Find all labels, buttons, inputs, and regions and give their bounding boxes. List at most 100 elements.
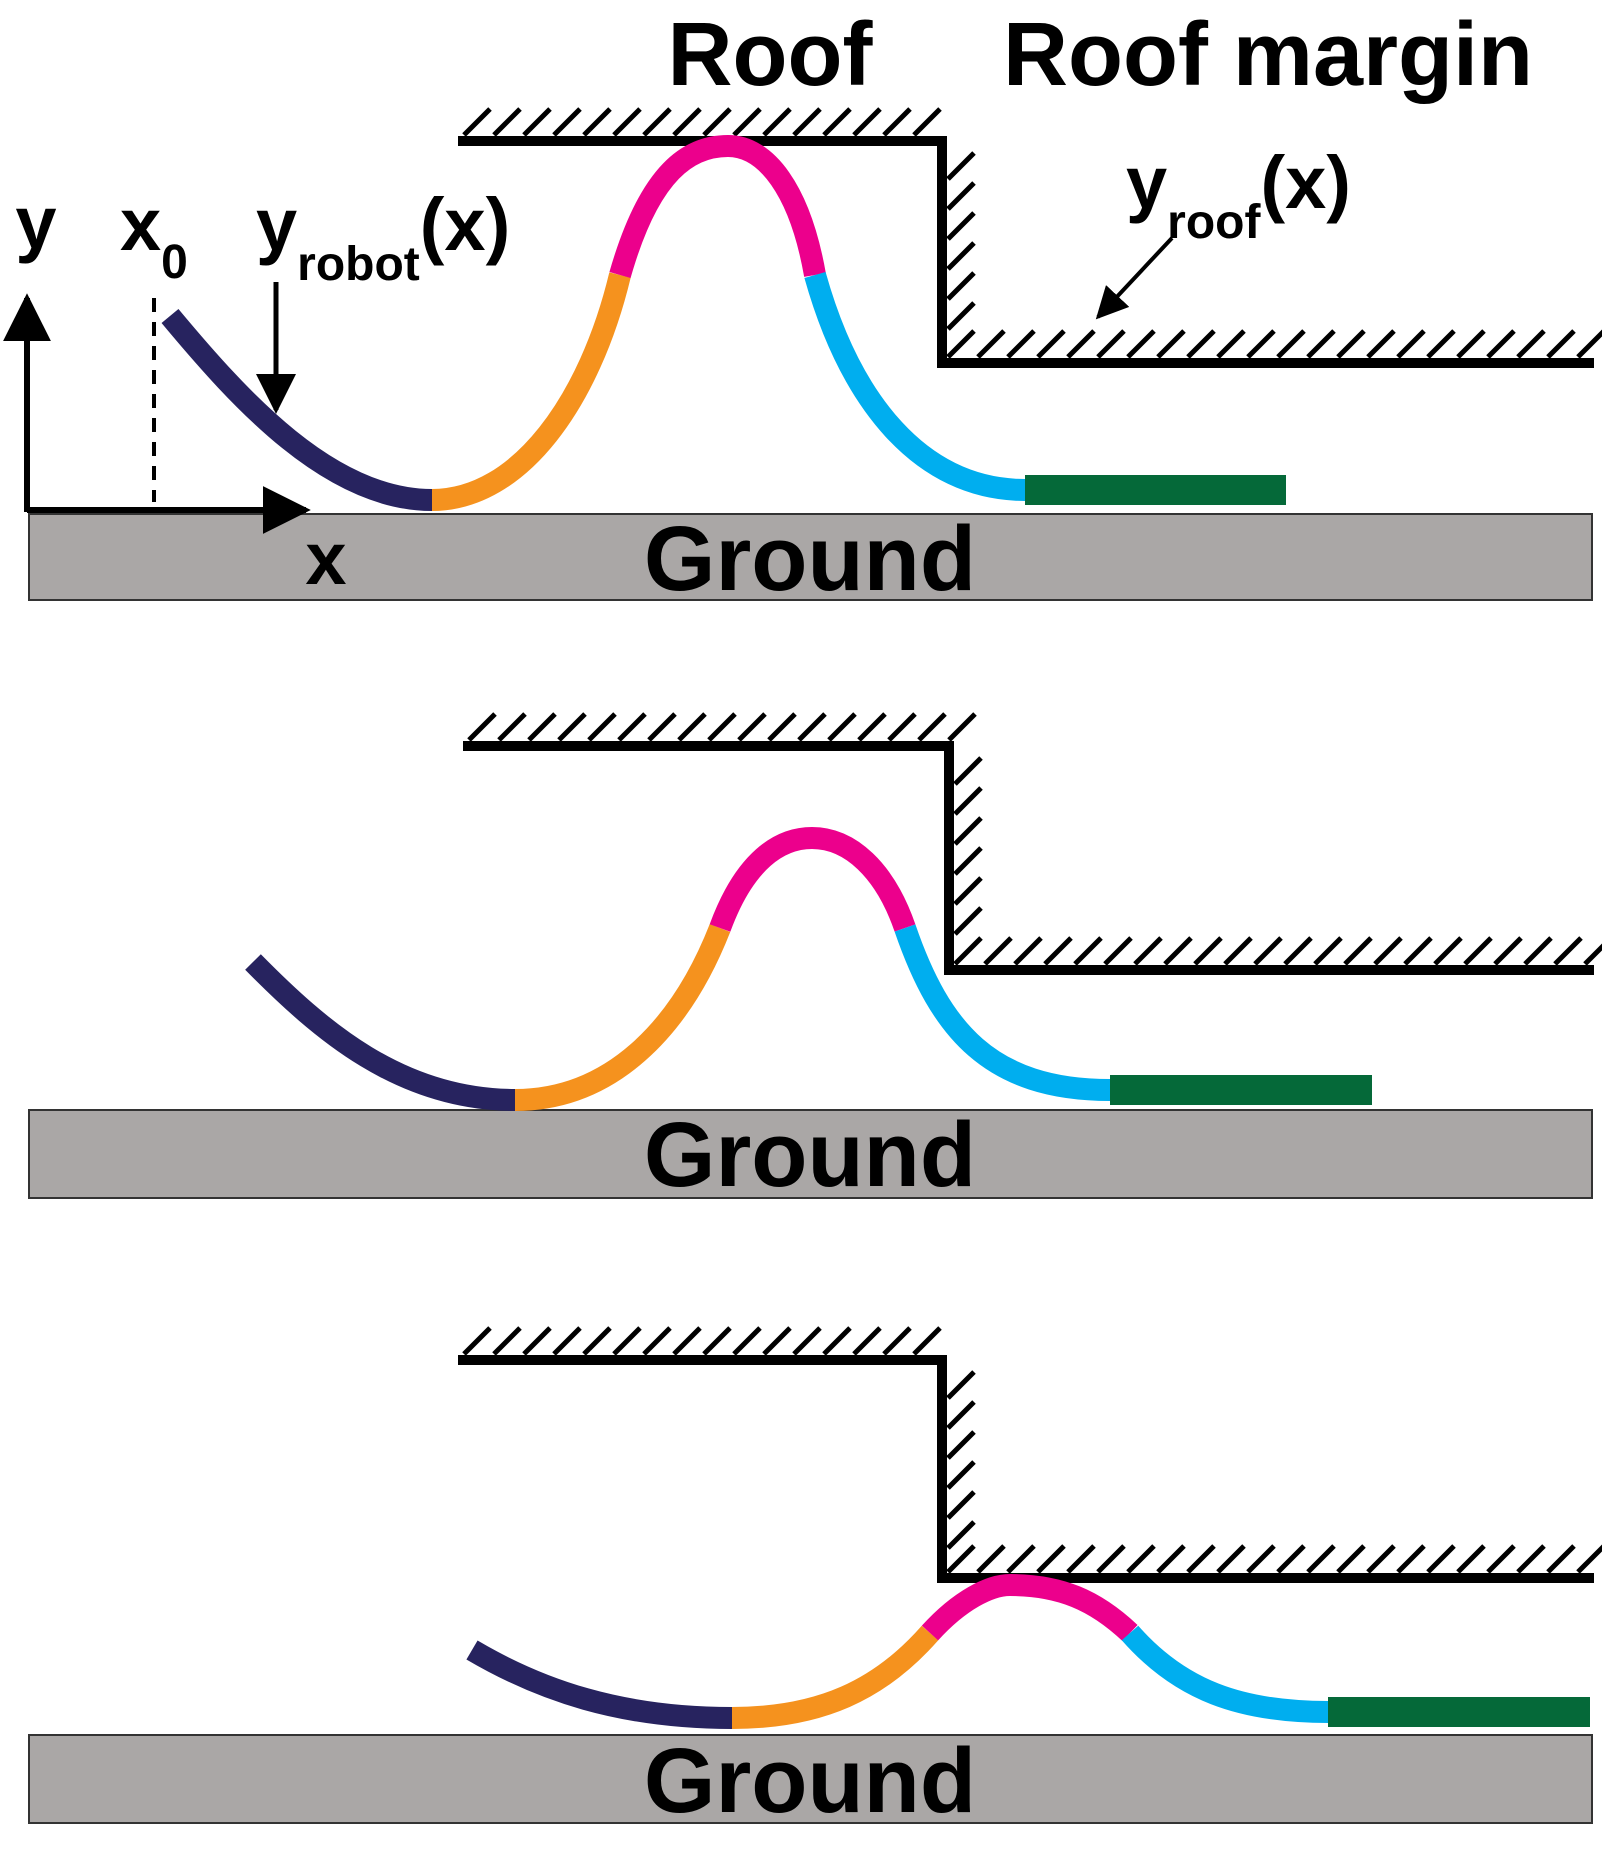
hatch-mark xyxy=(467,712,497,742)
hatch-mark xyxy=(1006,329,1036,359)
hatch-mark xyxy=(1276,329,1306,359)
hatch-mark xyxy=(1163,936,1193,966)
hatch-mark xyxy=(947,712,977,742)
hatch-mark xyxy=(732,107,762,137)
hatch-mark xyxy=(702,107,732,137)
roof-outline xyxy=(463,741,1594,975)
hatch-mark xyxy=(1006,1544,1036,1574)
hatch-mark xyxy=(946,1544,976,1574)
hatch-mark xyxy=(946,1430,976,1460)
hatch-mark xyxy=(946,1370,976,1400)
roof-label: Roof xyxy=(668,5,874,105)
hatch-mark xyxy=(822,1326,852,1356)
hatch-mark xyxy=(642,107,672,137)
hatch-mark xyxy=(582,107,612,137)
hatch-mark xyxy=(976,329,1006,359)
hatch-mark xyxy=(1036,329,1066,359)
hatch-mark xyxy=(1253,936,1283,966)
hatch-mark xyxy=(1013,936,1043,966)
hatch-mark xyxy=(1493,936,1523,966)
hatch-mark xyxy=(1396,329,1426,359)
hatch-mark xyxy=(953,906,983,936)
hatch-mark xyxy=(737,712,767,742)
panel-1: Ground Roof Roof margin y x x0 yrobot(x)… xyxy=(2,5,1602,610)
ground-bar xyxy=(28,1109,1593,1199)
hatch-mark xyxy=(1523,936,1553,966)
hatch-mark xyxy=(953,936,983,966)
hatch-mark xyxy=(767,712,797,742)
hatch-mark xyxy=(1553,936,1583,966)
hatch-mark xyxy=(677,712,707,742)
robot-segment-peak xyxy=(709,826,916,932)
hatch-mark xyxy=(1546,1544,1576,1574)
roof xyxy=(458,1326,1602,1583)
hatch-mark xyxy=(1433,936,1463,966)
hatch-mark xyxy=(953,876,983,906)
hatch-mark xyxy=(1096,1544,1126,1574)
hatch-mark xyxy=(1516,1544,1546,1574)
hatch-mark xyxy=(1576,329,1602,359)
hatch-mark xyxy=(1313,936,1343,966)
hatch-mark xyxy=(552,107,582,137)
hatch-mark xyxy=(1306,1544,1336,1574)
hatch-mark xyxy=(983,936,1013,966)
hatch-mark xyxy=(953,756,983,786)
hatch-mark xyxy=(1276,1544,1306,1574)
roof-outline xyxy=(458,1355,1594,1583)
hatch-mark xyxy=(1343,936,1373,966)
hatch-mark xyxy=(882,107,912,137)
hatch-mark xyxy=(1516,329,1546,359)
hatch-mark xyxy=(672,107,702,137)
robot-segment-tail xyxy=(245,954,516,1111)
robot-segment-rear xyxy=(514,923,731,1111)
hatch-mark xyxy=(946,151,976,181)
hatch-mark xyxy=(552,1326,582,1356)
y-roof-label: yroof(x) xyxy=(1126,141,1351,249)
hatch-mark xyxy=(522,107,552,137)
hatch-mark xyxy=(762,1326,792,1356)
robot-segment-tail xyxy=(161,308,433,511)
hatch-mark xyxy=(912,1326,942,1356)
hatch-mark xyxy=(612,1326,642,1356)
hatch-mark xyxy=(946,1490,976,1520)
robot-segment-front xyxy=(894,924,1111,1101)
hatch-mark xyxy=(946,211,976,241)
hatch-mark xyxy=(672,1326,702,1356)
hatch-mark xyxy=(1426,329,1456,359)
hatch-mark xyxy=(1463,936,1493,966)
hatch-mark xyxy=(946,1400,976,1430)
hatch-mark xyxy=(732,1326,762,1356)
hatch-mark xyxy=(882,1326,912,1356)
hatch-mark xyxy=(1456,329,1486,359)
hatch-mark xyxy=(857,712,887,742)
panel-2: Ground xyxy=(28,712,1602,1206)
x0-label: x0 xyxy=(120,183,188,289)
hatch-mark xyxy=(1066,329,1096,359)
hatch-mark xyxy=(792,107,822,137)
hatch-mark xyxy=(1216,1544,1246,1574)
hatch-mark xyxy=(707,712,737,742)
hatch-mark xyxy=(1283,936,1313,966)
ground-label: Ground xyxy=(644,1730,976,1832)
hatch-mark xyxy=(1546,329,1576,359)
hatch-mark xyxy=(587,712,617,742)
y-roof-pointer-arrow xyxy=(1095,236,1174,320)
robot-body xyxy=(245,826,1372,1111)
hatch-mark xyxy=(953,816,983,846)
hatch-mark xyxy=(912,107,942,137)
hatch-mark xyxy=(1133,936,1163,966)
hatch-mark xyxy=(1186,329,1216,359)
hatch-mark xyxy=(1336,1544,1366,1574)
hatch-mark xyxy=(1336,329,1366,359)
hatch-mark xyxy=(852,1326,882,1356)
hatch-mark xyxy=(522,1326,552,1356)
hatch-mark xyxy=(792,1326,822,1356)
roof xyxy=(463,712,1602,975)
hatch-mark xyxy=(462,107,492,137)
hatch-mark xyxy=(1126,1544,1156,1574)
hatch-mark xyxy=(1373,936,1403,966)
hatch-mark xyxy=(887,712,917,742)
hatch-mark xyxy=(917,712,947,742)
hatch-mark xyxy=(1043,936,1073,966)
